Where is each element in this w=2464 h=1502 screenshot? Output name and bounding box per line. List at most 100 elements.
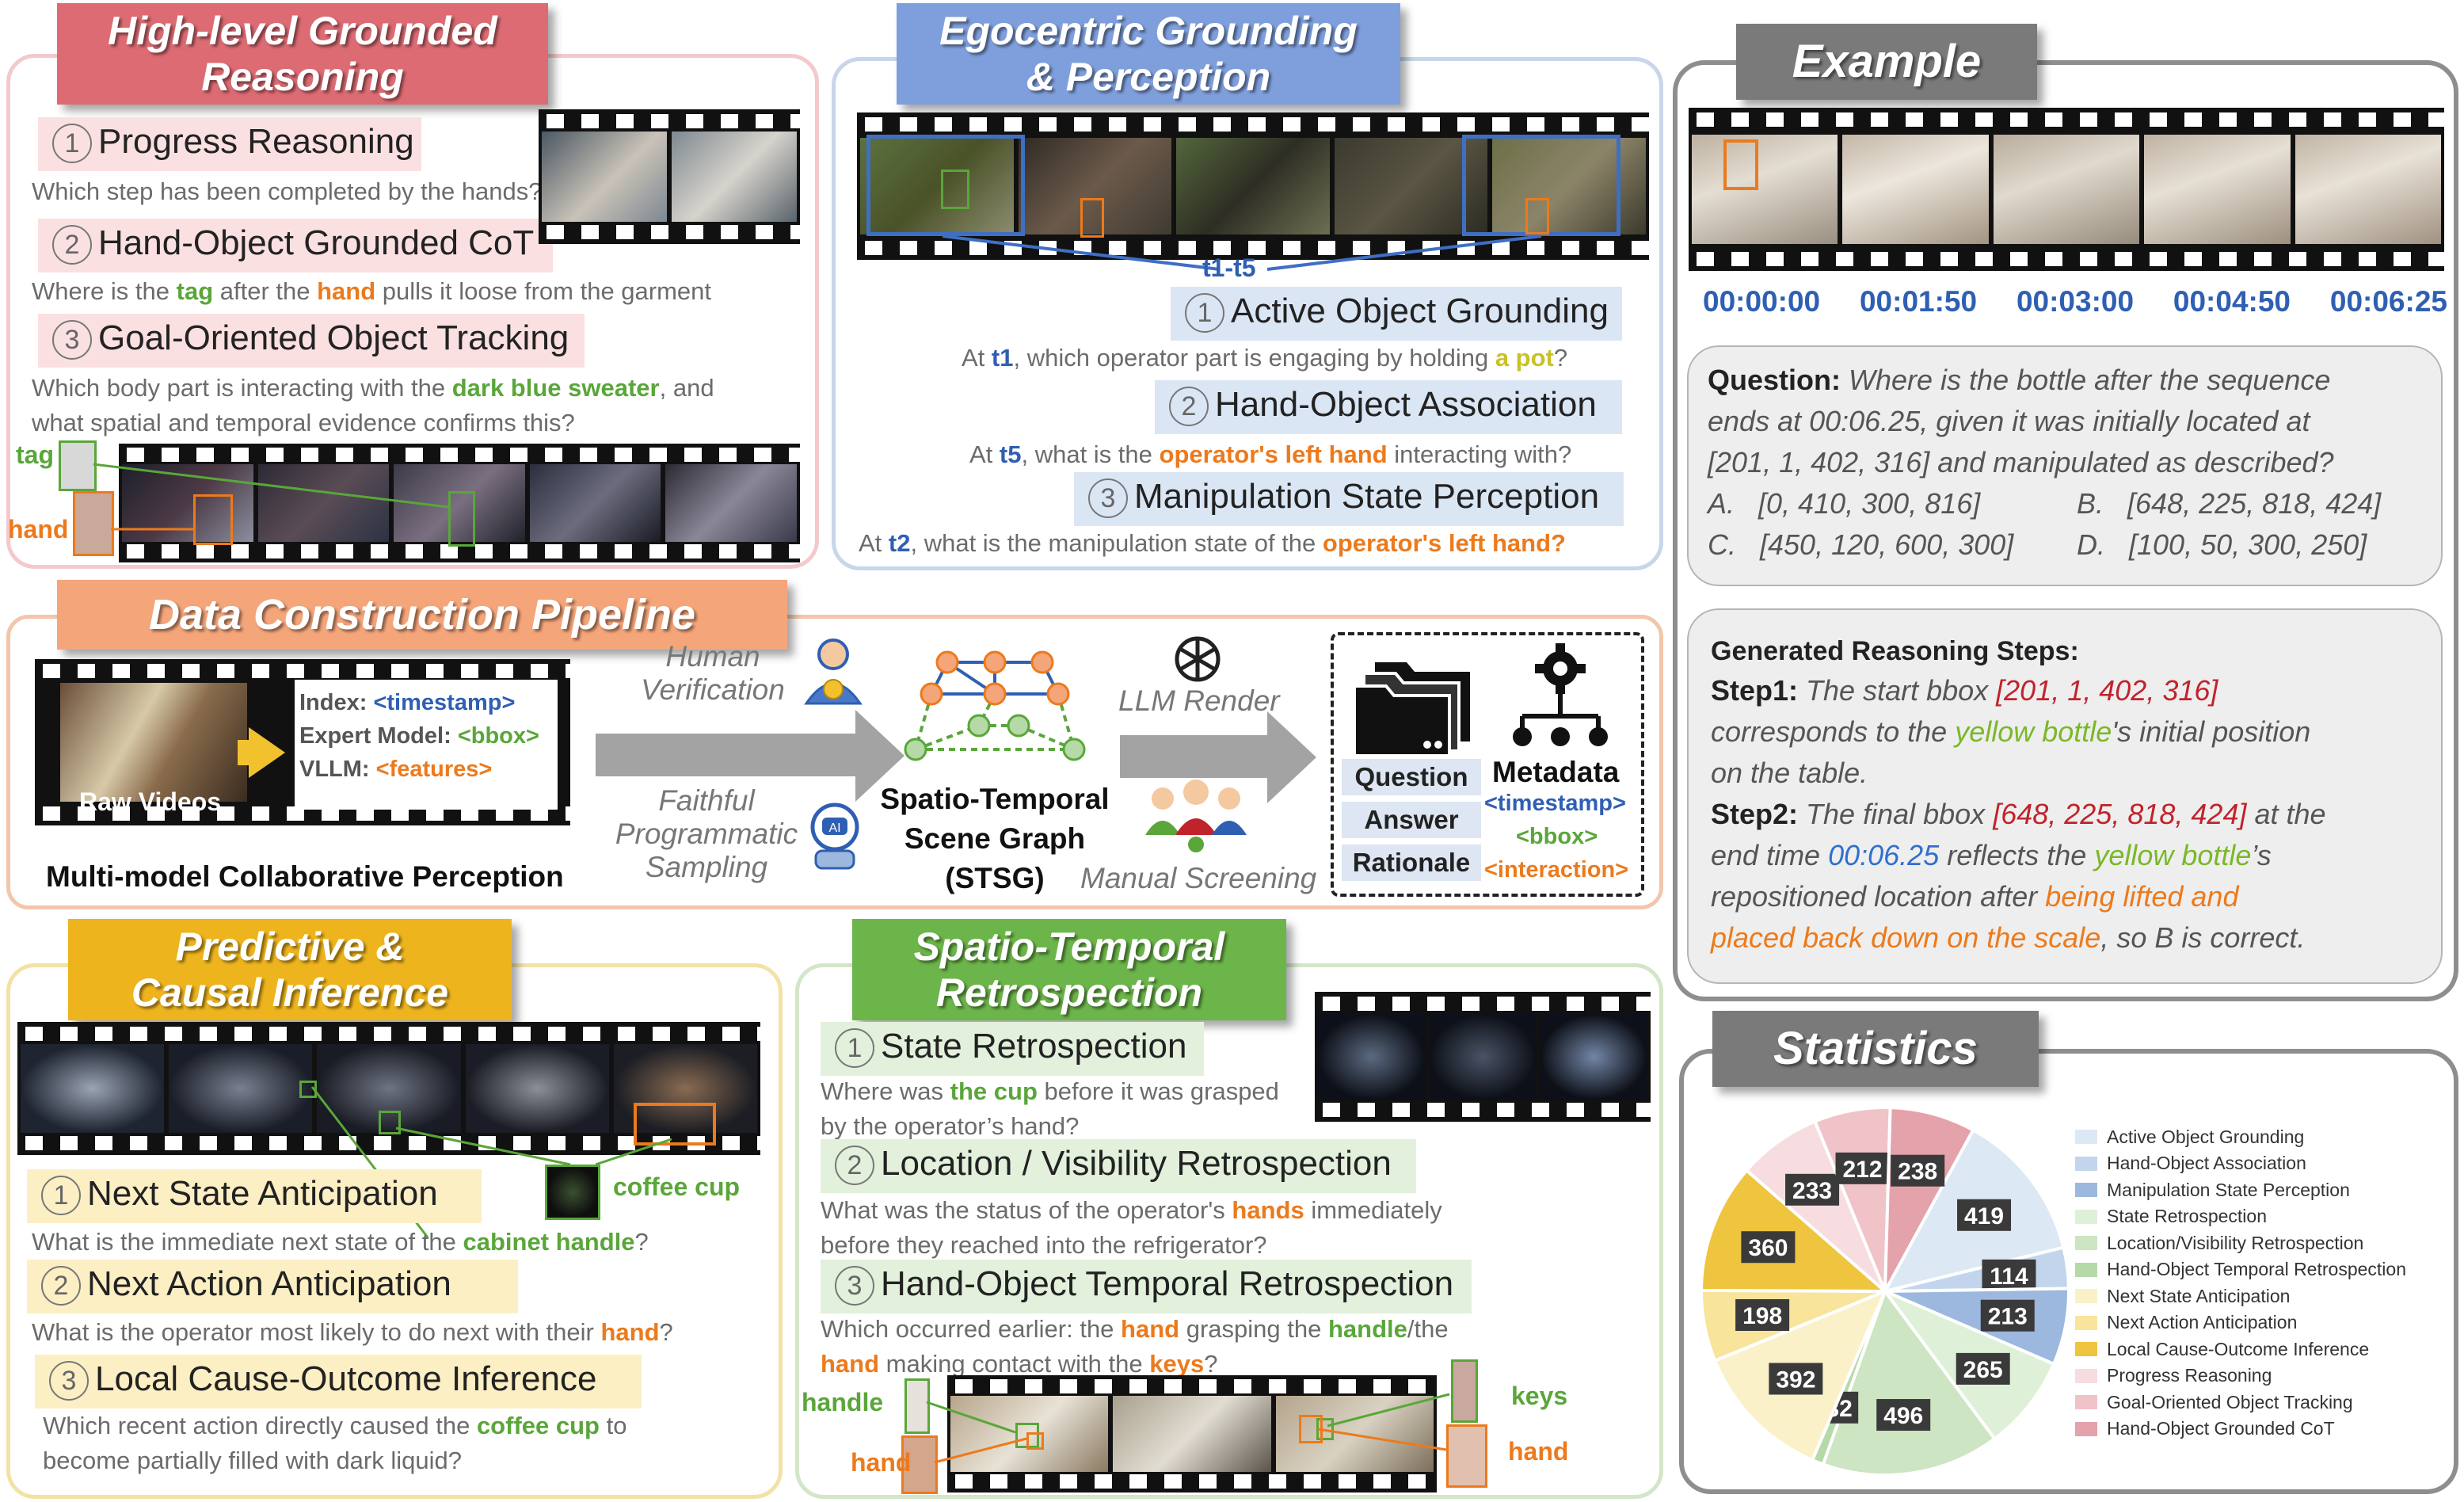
str-orange-box-1: [1026, 1432, 1044, 1450]
raw-videos-label: Raw Videos: [79, 787, 222, 816]
text: pulls it loose from the garment: [375, 277, 712, 305]
step2-line4: placed back down on the scale, so B is c…: [1711, 917, 2305, 959]
text: 's initial position: [2112, 715, 2311, 748]
str-q1: Where was the cup before it was grasped: [821, 1074, 1279, 1109]
hlr-connector-lines: [93, 463, 449, 531]
legend-label: Hand-Object Grounded CoT: [2107, 1418, 2335, 1439]
right-arrow-icon: [249, 727, 285, 778]
text: before it was grasped: [1037, 1077, 1279, 1105]
pie-label-bg: [1769, 1363, 1823, 1395]
text-hl: coffee cup: [476, 1412, 600, 1439]
num-3-icon: 3: [835, 1266, 874, 1306]
text: Index:: [299, 690, 374, 715]
pie-label-bg: [1876, 1399, 1931, 1431]
pci-q1: What is the immediate next state of the …: [32, 1225, 649, 1260]
legend-swatch: [2075, 1342, 2097, 1356]
num-1-icon: 1: [52, 124, 92, 164]
text: corresponds to the: [1711, 715, 1956, 748]
text: ?: [1553, 344, 1568, 372]
text: A.: [1708, 487, 1735, 520]
task-label: Hand-Object Grounded CoT: [98, 223, 535, 262]
text: What is the operator most likely to do n…: [32, 1318, 601, 1346]
text-hl: hand: [600, 1318, 660, 1346]
text-hl: handle: [1327, 1315, 1407, 1343]
question-line3: [201, 1, 402, 316] and manipulated as de…: [1708, 446, 2334, 478]
step1-line2: corresponds to the yellow bottle's initi…: [1711, 711, 2310, 753]
legend-item: Progress Reasoning: [2075, 1364, 2272, 1388]
num-3-icon: 3: [52, 320, 92, 360]
pci-header: Predictive & Causal Inference: [68, 919, 512, 1020]
pie-label-bg: [1891, 1154, 1945, 1187]
text-hl: <timestamp>: [373, 690, 516, 715]
pipeline-arrow-1-head: [855, 710, 904, 802]
pie-label-bg: [1957, 1199, 2012, 1231]
hlr-q1: Which step has been completed by the han…: [32, 177, 543, 205]
timestamp: 00:03:00: [2016, 285, 2135, 318]
pie-data-label: 198: [1742, 1303, 1782, 1329]
example-bottle-box: [1723, 139, 1758, 190]
pie-data-label: 213: [1988, 1304, 2028, 1330]
text: What was the status of the operator's: [821, 1196, 1232, 1224]
legend-swatch: [2075, 1156, 2097, 1171]
task-label: State Retrospection: [881, 1027, 1187, 1066]
text: Step1:: [1711, 674, 1799, 707]
text: Expert Model:: [299, 723, 458, 749]
hlr-film-top: [539, 109, 800, 244]
task-label: Manipulation State Perception: [1134, 477, 1600, 516]
legend-swatch: [2075, 1209, 2097, 1224]
vllm-line: VLLM: <features>: [299, 753, 553, 786]
ego-q3: At t2, what is the manipulation state of…: [859, 526, 1566, 561]
step2-line3: repositioned location after being lifted…: [1711, 876, 2238, 917]
step1-line3: on the table.: [1711, 757, 1868, 789]
num-2-icon: 2: [41, 1266, 81, 1306]
str-q3: Which occurred earlier: the hand graspin…: [821, 1312, 1449, 1347]
statistics-panel: [1679, 1049, 2458, 1494]
task-label: Progress Reasoning: [98, 122, 414, 161]
task-label: Next Action Anticipation: [87, 1264, 451, 1303]
meta-interaction: <interaction>: [1484, 857, 1629, 883]
raw-arrow-stem: [238, 740, 252, 765]
step1-line1: Step1: The start bbox [201, 1, 402, 316]: [1711, 670, 2218, 711]
ai-robot-icon: AI: [810, 802, 859, 870]
pie-slice: [1821, 1287, 1997, 1477]
pipeline-header: Data Construction Pipeline: [57, 580, 787, 650]
legend-label: Location/Visibility Retrospection: [2107, 1232, 2364, 1253]
text: What is the immediate next state of the: [32, 1228, 463, 1256]
legend-label: Next State Anticipation: [2107, 1285, 2291, 1306]
meta-bbox: <bbox>: [1516, 824, 1598, 849]
text-hl: placed back down on the scale: [1711, 921, 2101, 954]
svg-text:AI: AI: [828, 822, 840, 835]
task-label: Hand-Object Temporal Retrospection: [881, 1264, 1454, 1303]
text: Verification: [641, 673, 785, 706]
timestamp: 00:01:50: [1859, 285, 1978, 318]
text: Which body part is interacting with the: [32, 374, 452, 402]
hlr-tag-label: tag: [16, 440, 54, 469]
index-line: Index: <timestamp>: [299, 686, 553, 719]
hlr-tag-box: [448, 491, 475, 547]
legend-item: Next Action Anticipation: [2075, 1311, 2297, 1335]
option-d: D. [100, 50, 300, 250]: [2077, 524, 2367, 566]
pci-q3: Which recent action directly caused the …: [43, 1409, 626, 1443]
str-keys-thumb: [1451, 1359, 1478, 1423]
text-hl: 00:06.25: [1828, 839, 1940, 871]
pie-data-label: 238: [1898, 1159, 1937, 1185]
stsg-label: Spatio-Temporal Scene Graph (STSG): [876, 780, 1114, 898]
step2-line2: end time 00:06.25 reflects the yellow bo…: [1711, 835, 2272, 876]
faithful-label: Faithful Programmatic Sampling: [596, 784, 817, 884]
str-q1-line2: by the operator’s hand?: [821, 1112, 1080, 1140]
str-film-bottom: [947, 1375, 1437, 1492]
ego-q1: At t1, which operator part is engaging b…: [962, 341, 1567, 376]
text: end time: [1711, 839, 1829, 871]
legend-swatch: [2075, 1421, 2097, 1436]
text: Where was: [821, 1077, 950, 1105]
str-q2-line2: before they reached into the refrigerato…: [821, 1231, 1267, 1259]
text: repositioned location after: [1711, 880, 2046, 913]
